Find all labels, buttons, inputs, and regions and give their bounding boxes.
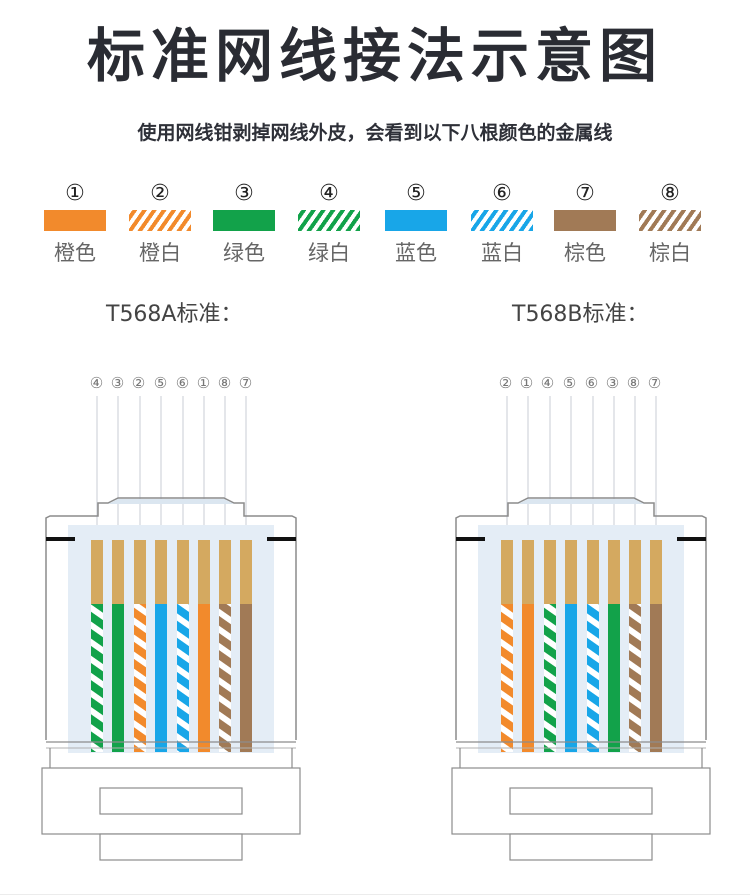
legend-number: ⑦ xyxy=(575,181,595,206)
legend-label: 蓝色 xyxy=(395,241,437,265)
legend-number: ⑧ xyxy=(660,181,680,206)
t568a-title: T568A标准： xyxy=(106,302,243,327)
orange-white-swatch xyxy=(129,210,191,231)
legend-number: ① xyxy=(65,181,85,206)
pin-number: ④ xyxy=(540,374,555,392)
pin-number: ③ xyxy=(110,374,125,392)
brown-swatch xyxy=(554,210,616,231)
t568a-connector-drawing xyxy=(41,396,301,861)
legend-label: 绿白 xyxy=(308,241,350,265)
legend-label: 蓝白 xyxy=(481,241,523,265)
legend-number: ④ xyxy=(319,181,339,206)
pin-number: ④ xyxy=(89,374,104,392)
legend-item-brown: ⑦ 棕色 xyxy=(552,180,618,271)
pin-number: ③ xyxy=(605,374,620,392)
pin-number: ⑥ xyxy=(175,374,190,392)
green-white-swatch xyxy=(298,210,360,231)
t568b-connector-drawing xyxy=(451,396,711,861)
legend-label: 橙色 xyxy=(54,241,96,265)
pin-number: ② xyxy=(498,374,513,392)
pin-number: ⑥ xyxy=(584,374,599,392)
t568a-pin-order: ④ ③ ② ⑤ ⑥ ① ⑧ ⑦ xyxy=(86,372,266,394)
t568b-rj45-connector xyxy=(451,396,711,861)
pin-number: ⑧ xyxy=(217,374,232,392)
pin-number: ⑧ xyxy=(626,374,641,392)
legend-item-green: ③ 绿色 xyxy=(211,180,277,271)
legend-label: 棕白 xyxy=(649,241,691,265)
pin-number: ⑦ xyxy=(238,374,253,392)
legend-number: ⑤ xyxy=(406,181,426,206)
legend-item-blue: ⑤ 蓝色 xyxy=(383,180,449,271)
pin-number: ⑦ xyxy=(647,374,662,392)
legend-label: 橙白 xyxy=(139,241,181,265)
legend-item-orange: ① 橙色 xyxy=(42,180,108,271)
t568a-rj45-connector xyxy=(41,396,301,861)
t568b-title: T568B标准： xyxy=(512,302,649,327)
blue-swatch xyxy=(385,210,447,231)
legend-number: ② xyxy=(150,181,170,206)
blue-white-swatch xyxy=(471,210,533,231)
orange-swatch xyxy=(44,210,106,231)
page-title: 标准网线接法示意图 xyxy=(86,22,663,90)
legend-item-green-white: ④ 绿白 xyxy=(296,180,362,271)
legend-item-orange-white: ② 橙白 xyxy=(127,180,193,271)
legend-item-blue-white: ⑥ 蓝白 xyxy=(469,180,535,271)
legend-number: ⑥ xyxy=(492,181,512,206)
legend-number: ③ xyxy=(234,181,254,206)
pin-number: ① xyxy=(519,374,534,392)
pin-number: ⑤ xyxy=(562,374,577,392)
legend-label: 棕色 xyxy=(564,241,606,265)
page-subtitle: 使用网线钳剥掉网线外皮，会看到以下八根颜色的金属线 xyxy=(137,122,613,144)
pin-number: ⑤ xyxy=(153,374,168,392)
color-legend: ① 橙色 ② 橙白 ③ 绿色 ④ 绿白 ⑤ 蓝色 ⑥ 蓝白 ⑦ 棕色 ⑧ 棕白 xyxy=(0,180,750,280)
t568b-pin-order: ② ① ④ ⑤ ⑥ ③ ⑧ ⑦ xyxy=(495,372,675,394)
brown-white-swatch xyxy=(639,210,701,231)
pin-number: ① xyxy=(196,374,211,392)
bottom-divider xyxy=(0,894,750,895)
legend-label: 绿色 xyxy=(223,241,265,265)
green-swatch xyxy=(213,210,275,231)
pin-number: ② xyxy=(131,374,146,392)
legend-item-brown-white: ⑧ 棕白 xyxy=(637,180,703,271)
